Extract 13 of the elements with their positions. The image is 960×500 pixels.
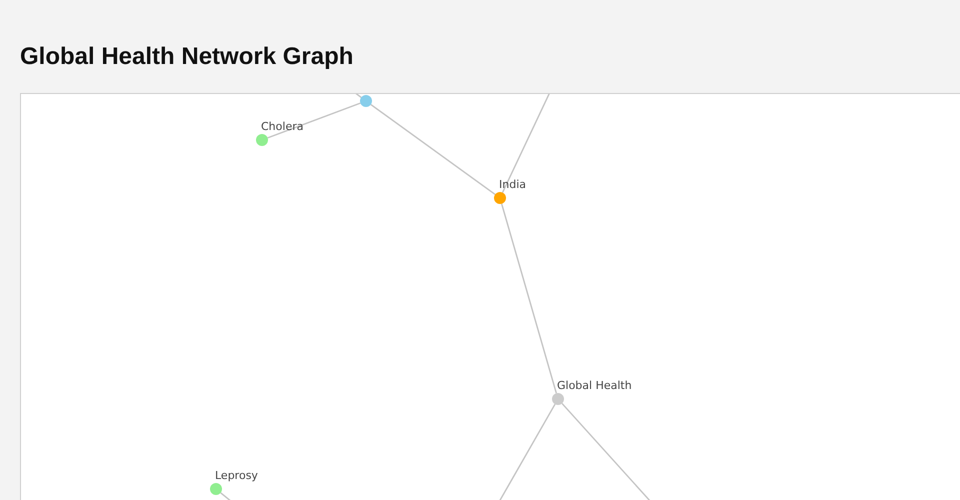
node-label: India — [499, 178, 526, 191]
edge-line — [498, 404, 556, 500]
edge-line — [562, 402, 652, 500]
edge-line — [502, 94, 551, 193]
page-title: Global Health Network Graph — [20, 42, 354, 72]
edge-line — [370, 104, 496, 196]
node-label: Leprosy — [215, 469, 258, 482]
node-label: Cholera — [261, 120, 304, 133]
edge-line — [354, 94, 362, 98]
edge-line — [267, 102, 361, 139]
edge-line — [501, 204, 557, 394]
node-label: Global Health — [557, 379, 632, 392]
edge-line — [220, 492, 232, 500]
